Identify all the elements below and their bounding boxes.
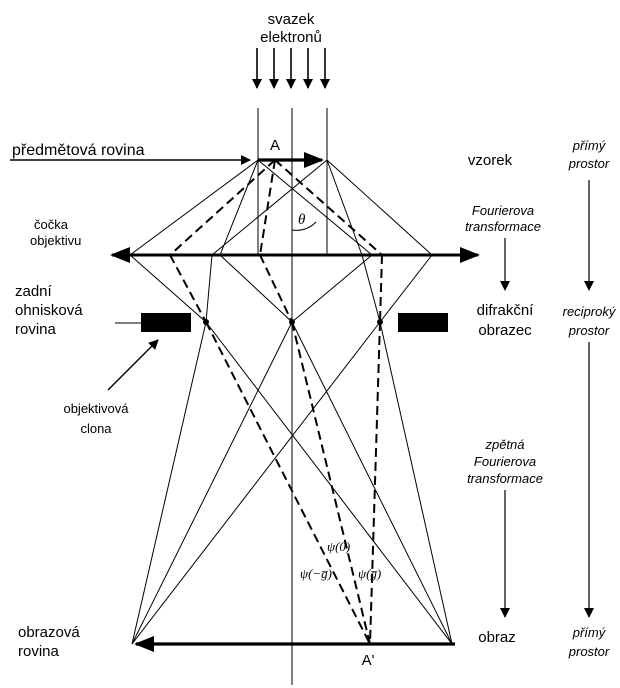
process-arrows bbox=[500, 180, 594, 618]
right-column-labels: vzorek Fourierova transformace difrakční… bbox=[465, 152, 543, 646]
aperture-right bbox=[398, 313, 448, 332]
direct-space-bottom-1: přímý bbox=[572, 625, 607, 640]
sample-label: vzorek bbox=[468, 152, 513, 169]
object-plane-label: předmětová rovina bbox=[12, 142, 145, 159]
electron-beam-arrows bbox=[252, 48, 330, 89]
point-a-prime-label: A' bbox=[362, 652, 375, 669]
lens-label-1: čočka bbox=[34, 217, 69, 232]
aperture-left bbox=[141, 313, 191, 332]
theta-arc bbox=[291, 221, 317, 231]
left-labels: svazek elektronů předmětová rovina čočka… bbox=[12, 11, 375, 669]
reciprocal-space-2: prostor bbox=[568, 323, 610, 338]
inverse-fourier-label-3: transformace bbox=[467, 471, 543, 486]
image-plane-label-1: obrazová bbox=[18, 624, 80, 641]
diffraction-label-2: obrazec bbox=[478, 322, 532, 339]
beam-label-1: svazek bbox=[268, 11, 315, 28]
image-plane-label-2: rovina bbox=[18, 643, 60, 660]
direct-space-bottom-2: prostor bbox=[568, 644, 610, 659]
greek-labels: θ ψ(0) ψ(−g̅) ψ(g̅) bbox=[298, 212, 381, 581]
focal-plane-label-2: ohnisková bbox=[15, 302, 83, 319]
aperture-pointer bbox=[107, 339, 159, 391]
image-rays-dashed bbox=[205, 321, 381, 645]
object-rays-dashed bbox=[169, 159, 383, 256]
lens-to-focal-rays bbox=[129, 254, 433, 323]
beam-edges bbox=[257, 108, 328, 255]
object-rays bbox=[129, 159, 433, 256]
fourier-label-1: Fourierova bbox=[472, 203, 534, 218]
point-a-label: A bbox=[270, 137, 280, 154]
reciprocal-space-1: reciproký bbox=[563, 304, 617, 319]
theta-label: θ bbox=[298, 212, 306, 228]
diffraction-label-1: difrakční bbox=[477, 302, 535, 319]
psi-zero-label: ψ(0) bbox=[327, 539, 350, 554]
psi-minus-g-label: ψ(−g̅) bbox=[300, 566, 332, 581]
aperture-label-1: objektivová bbox=[63, 401, 129, 416]
direct-space-top-1: přímý bbox=[572, 138, 607, 153]
lens-to-focal-rays-dashed bbox=[169, 254, 383, 323]
inverse-fourier-label-1: zpětná bbox=[484, 437, 524, 452]
inverse-fourier-label-2: Fourierova bbox=[474, 454, 536, 469]
beam-label-2: elektronů bbox=[260, 29, 322, 46]
far-right-column-labels: přímý prostor reciproký prostor přímý pr… bbox=[563, 138, 617, 659]
fourier-label-2: transformace bbox=[465, 219, 541, 234]
lens-label-2: objektivu bbox=[30, 233, 81, 248]
psi-g-label: ψ(g̅) bbox=[358, 566, 381, 581]
focal-plane-label-3: rovina bbox=[15, 321, 57, 338]
image-rays bbox=[131, 321, 453, 645]
focal-plane-label-1: zadní bbox=[15, 283, 53, 300]
image-label: obraz bbox=[478, 629, 516, 646]
direct-space-top-2: prostor bbox=[568, 156, 610, 171]
aperture-label-2: clona bbox=[80, 421, 112, 436]
